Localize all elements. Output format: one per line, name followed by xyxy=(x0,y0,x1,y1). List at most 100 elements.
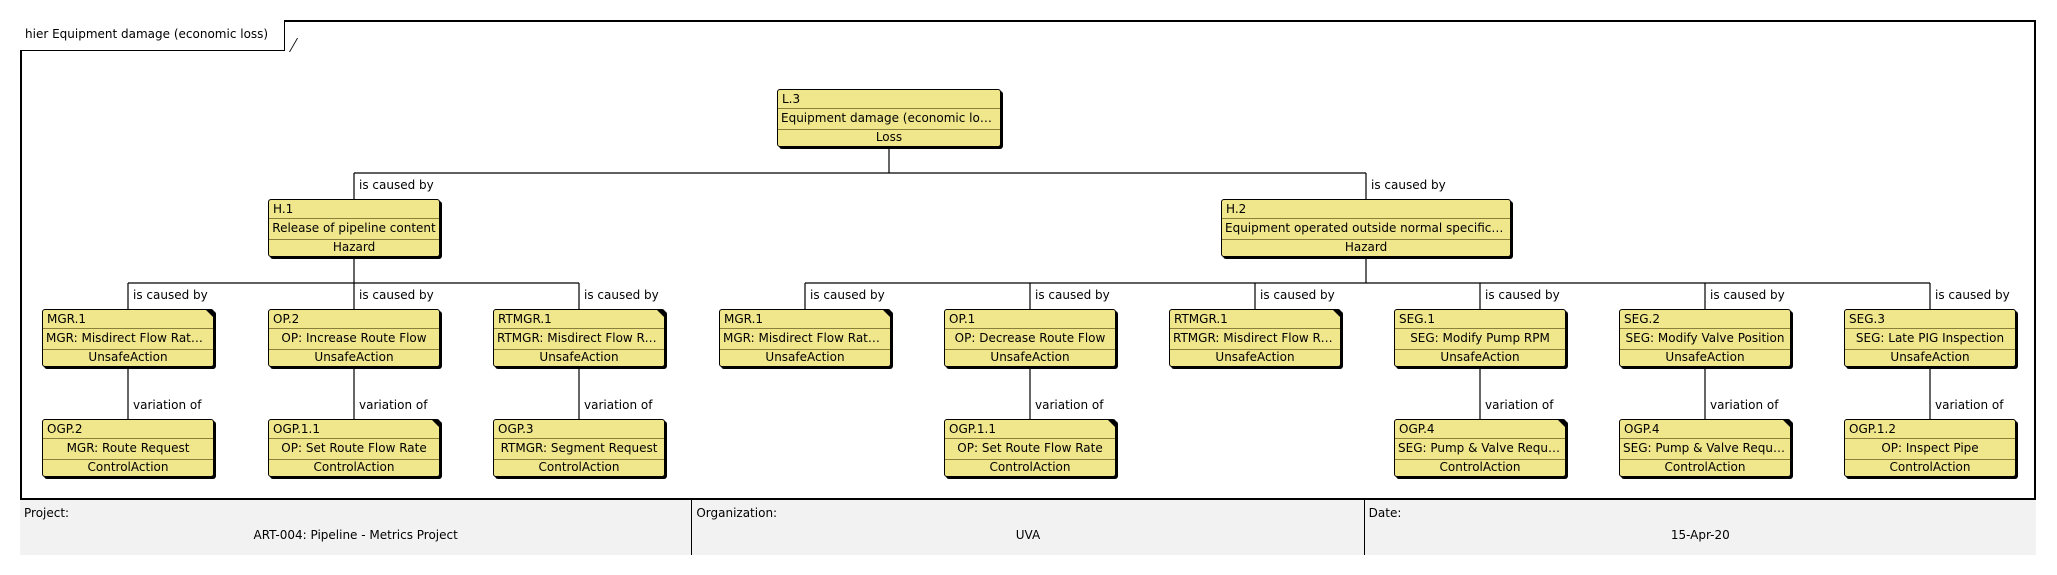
node-name: MGR: Misdirect Flow Rate C... xyxy=(720,328,890,350)
corner-marker xyxy=(1558,420,1565,427)
node-name: Release of pipeline content xyxy=(269,218,439,240)
node-id: OP.2 xyxy=(269,310,439,329)
node-type: UnsafeAction xyxy=(539,350,619,364)
node-type: Hazard xyxy=(1344,240,1388,254)
node-type: ControlAction xyxy=(313,460,395,474)
node-id: SEG.2 xyxy=(1620,310,1790,329)
edge-label-variation-of: variation of xyxy=(133,398,202,412)
corner-marker xyxy=(206,310,213,317)
node-type: UnsafeAction xyxy=(1665,350,1745,364)
node-type: ControlAction xyxy=(989,460,1071,474)
node-control-ogp4[interactable]: OGP.4 SEG: Pump & Valve Request ControlA… xyxy=(1394,419,1566,477)
node-unsafe-seg1[interactable]: SEG.1 SEG: Modify Pump RPM UnsafeAction xyxy=(1394,309,1566,367)
node-id: OP.1 xyxy=(945,310,1115,329)
node-unsafe-seg2[interactable]: SEG.2 SEG: Modify Valve Position UnsafeA… xyxy=(1619,309,1791,367)
edge-label-variation-of: variation of xyxy=(1035,398,1104,412)
node-unsafe-seg3[interactable]: SEG.3 SEG: Late PIG Inspection UnsafeAct… xyxy=(1844,309,2016,367)
node-name: RTMGR: Misdirect Flow Rate... xyxy=(1170,328,1340,350)
node-unsafe-mgr1[interactable]: MGR.1 MGR: Misdirect Flow Rate C... Unsa… xyxy=(719,309,891,367)
node-unsafe-mgr1[interactable]: MGR.1 MGR: Misdirect Flow Rate C... Unsa… xyxy=(42,309,214,367)
date-value: 15-Apr-20 xyxy=(1670,528,1730,542)
node-type: ControlAction xyxy=(1664,460,1746,474)
node-hazard-h1[interactable]: H.1 Release of pipeline content Hazard xyxy=(268,199,440,257)
node-control-ogp4[interactable]: OGP.4 SEG: Pump & Valve Request ControlA… xyxy=(1619,419,1791,477)
node-type: Hazard xyxy=(332,240,376,254)
corner-marker xyxy=(1783,420,1790,427)
node-type: ControlAction xyxy=(1439,460,1521,474)
node-type: UnsafeAction xyxy=(1440,350,1520,364)
node-name: SEG: Pump & Valve Request xyxy=(1620,438,1790,460)
date-label: Date: xyxy=(1368,506,1402,520)
node-type: UnsafeAction xyxy=(1890,350,1970,364)
node-id: RTMGR.1 xyxy=(494,310,664,329)
node-name: MGR: Route Request xyxy=(43,438,213,460)
node-name: SEG: Modify Pump RPM xyxy=(1395,328,1565,350)
edge-label-caused-by: is caused by xyxy=(1485,288,1560,302)
edge-label-caused-by: is caused by xyxy=(810,288,885,302)
edge-label-caused-by: is caused by xyxy=(1035,288,1110,302)
node-id: SEG.1 xyxy=(1395,310,1565,329)
node-id: OGP.4 xyxy=(1395,420,1565,439)
node-type: ControlAction xyxy=(538,460,620,474)
node-type: UnsafeAction xyxy=(314,350,394,364)
node-unsafe-rtmgr1[interactable]: RTMGR.1 RTMGR: Misdirect Flow Rate... Un… xyxy=(493,309,665,367)
edge-label-variation-of: variation of xyxy=(1935,398,2004,412)
node-name: OP: Decrease Route Flow xyxy=(945,328,1115,350)
node-type: UnsafeAction xyxy=(88,350,168,364)
node-name: OP: Set Route Flow Rate xyxy=(945,438,1115,460)
edge-label-variation-of: variation of xyxy=(359,398,428,412)
node-control-ogp1-1[interactable]: OGP.1.1 OP: Set Route Flow Rate ControlA… xyxy=(268,419,440,477)
edge-label-caused-by: is caused by xyxy=(133,288,208,302)
corner-marker xyxy=(657,310,664,317)
edge-label-variation-of: variation of xyxy=(1710,398,1779,412)
node-id: OGP.4 xyxy=(1620,420,1790,439)
info-bar: Project: ART-004: Pipeline - Metrics Pro… xyxy=(20,498,2036,555)
node-name: OP: Set Route Flow Rate xyxy=(269,438,439,460)
node-control-ogp1-2[interactable]: OGP.1.2 OP: Inspect Pipe ControlAction xyxy=(1844,419,2016,477)
node-name: RTMGR: Misdirect Flow Rate... xyxy=(494,328,664,350)
diagram-title: hier Equipment damage (economic loss) xyxy=(20,20,286,51)
node-name: RTMGR: Segment Request xyxy=(494,438,664,460)
edge-label-caused-by: is caused by xyxy=(1710,288,1785,302)
node-name: SEG: Pump & Valve Request xyxy=(1395,438,1565,460)
project-label: Project: xyxy=(24,506,70,520)
node-name: Equipment operated outside normal specif… xyxy=(1222,218,1510,240)
edge-label-caused-by: is caused by xyxy=(1935,288,2010,302)
corner-marker xyxy=(1333,310,1340,317)
node-hazard-h2[interactable]: H.2 Equipment operated outside normal sp… xyxy=(1221,199,1511,257)
edge-label-caused-by: is caused by xyxy=(584,288,659,302)
node-type: Loss xyxy=(875,130,903,144)
project-value: ART-004: Pipeline - Metrics Project xyxy=(253,528,458,542)
node-id: SEG.3 xyxy=(1845,310,2015,329)
organization-label: Organization: xyxy=(696,506,778,520)
node-unsafe-op1[interactable]: OP.1 OP: Decrease Route Flow UnsafeActio… xyxy=(944,309,1116,367)
node-id: L.3 xyxy=(778,90,1000,109)
node-control-ogp3[interactable]: OGP.3 RTMGR: Segment Request ControlActi… xyxy=(493,419,665,477)
node-unsafe-op2[interactable]: OP.2 OP: Increase Route Flow UnsafeActio… xyxy=(268,309,440,367)
node-type: UnsafeAction xyxy=(990,350,1070,364)
node-control-ogp2[interactable]: OGP.2 MGR: Route Request ControlAction xyxy=(42,419,214,477)
node-loss-l3[interactable]: L.3 Equipment damage (economic loss) Los… xyxy=(777,89,1001,147)
node-id: H.2 xyxy=(1222,200,1510,219)
node-name: SEG: Modify Valve Position xyxy=(1620,328,1790,350)
node-id: OGP.1.2 xyxy=(1845,420,2015,439)
node-id: H.1 xyxy=(269,200,439,219)
node-id: MGR.1 xyxy=(43,310,213,329)
node-id: MGR.1 xyxy=(720,310,890,329)
edge-label-caused-by: is caused by xyxy=(359,178,434,192)
node-control-ogp1-1[interactable]: OGP.1.1 OP: Set Route Flow Rate ControlA… xyxy=(944,419,1116,477)
node-id: OGP.1.1 xyxy=(945,420,1115,439)
info-project: Project: ART-004: Pipeline - Metrics Pro… xyxy=(20,500,692,555)
edge-label-caused-by: is caused by xyxy=(1260,288,1335,302)
node-unsafe-rtmgr1[interactable]: RTMGR.1 RTMGR: Misdirect Flow Rate... Un… xyxy=(1169,309,1341,367)
node-type: ControlAction xyxy=(1889,460,1971,474)
edge-label-variation-of: variation of xyxy=(584,398,653,412)
node-id: OGP.3 xyxy=(494,420,664,439)
organization-value: UVA xyxy=(1015,528,1041,542)
edge-label-caused-by: is caused by xyxy=(359,288,434,302)
corner-marker xyxy=(883,310,890,317)
edge-label-variation-of: variation of xyxy=(1485,398,1554,412)
info-organization: Organization: UVA xyxy=(691,500,1364,555)
node-id: OGP.1.1 xyxy=(269,420,439,439)
